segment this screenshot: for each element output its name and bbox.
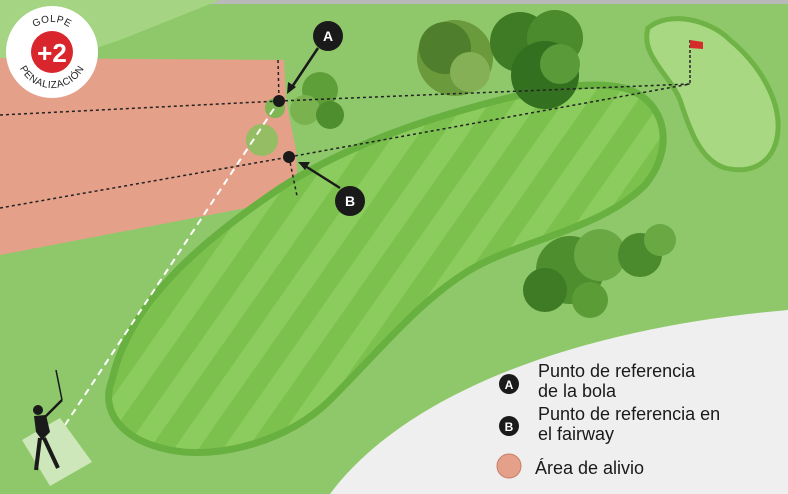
- legend-b-line-1: Punto de referencia en: [538, 404, 720, 424]
- legend-b-line-2: el fairway: [538, 424, 614, 444]
- legend-b-key: B: [505, 420, 514, 434]
- ball-reference-point: [273, 95, 285, 107]
- penalty-badge: +2 GOLPE PENALIZACIÓN: [6, 6, 98, 98]
- legend-a-key: A: [505, 378, 514, 392]
- marker-b-badge: [335, 186, 365, 216]
- marker-b-arrow: [301, 162, 341, 190]
- legend-a-line-1: Punto de referencia: [538, 361, 696, 381]
- legend: A Punto de referencia de la bola B Punto…: [496, 361, 720, 479]
- marker-b-label: B: [345, 193, 355, 209]
- legend-b-badge: [499, 416, 519, 436]
- legend-relief-swatch: [496, 453, 522, 479]
- legend-relief-label: Área de alivio: [535, 458, 644, 478]
- putting-green: [644, 16, 781, 173]
- top-border: [0, 0, 788, 4]
- flag-icon: [690, 40, 703, 49]
- shot-line: [64, 100, 280, 426]
- trees-right: [523, 224, 676, 318]
- legend-a-line-2: de la bola: [538, 381, 617, 401]
- reference-lines: [0, 59, 691, 209]
- marker-b-arrowhead: [298, 162, 310, 170]
- penalty-value: +2: [37, 38, 67, 68]
- marker-a-arrow: [288, 47, 320, 91]
- fairway: [105, 81, 667, 456]
- marker-a-badge: [313, 21, 343, 51]
- penalty-top-text: GOLPE: [31, 14, 73, 30]
- fairway-reference-point: [283, 151, 295, 163]
- legend-a-badge: [499, 374, 519, 394]
- trees-top: [417, 10, 583, 109]
- relief-area: [0, 58, 298, 255]
- golfer-icon: [33, 369, 63, 471]
- bushes-near-a: [246, 72, 344, 156]
- marker-a-arrowhead: [287, 82, 296, 94]
- path-area: [330, 310, 788, 494]
- marker-a-label: A: [323, 28, 333, 44]
